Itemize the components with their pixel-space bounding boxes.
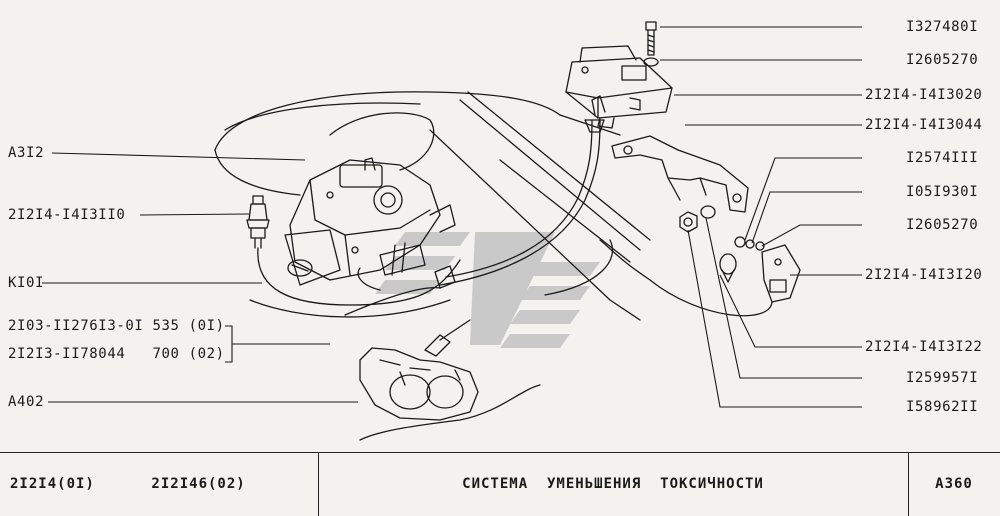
solenoid-valve <box>565 45 673 129</box>
bolt <box>645 21 657 56</box>
mounting-bracket <box>611 135 749 213</box>
vacuum-switch <box>599 239 801 317</box>
divider <box>318 453 319 516</box>
carburetor <box>284 157 456 286</box>
callout-plug: I259957I <box>906 370 979 386</box>
callout-lock-washer: I05I930I <box>906 184 979 200</box>
callout-washer-top: I2605270 <box>906 52 979 68</box>
callout-bolt: I327480I <box>906 19 979 35</box>
divider <box>908 453 909 516</box>
callout-hose-2: 2I2I3-II78044 700 (02) <box>8 346 225 362</box>
model-numbers: 2I2I4(0I) 2I2I46(02) <box>10 476 246 492</box>
leader-lines <box>42 26 862 408</box>
rubber-plug <box>719 253 737 283</box>
callout-a312: A3I2 <box>8 145 45 161</box>
title-block: 2I2I4(0I) 2I2I46(02) СИСТЕМА УМЕНЬШЕНИЯ … <box>0 452 1000 516</box>
callout-hose-1: 2I03-II276I3-0I 535 (0I) <box>8 318 225 334</box>
exploded-parts-diagram <box>42 21 862 441</box>
callout-solenoid-valve: 2I2I4-I4I3020 <box>865 87 983 103</box>
air-cleaner-housing <box>214 91 651 321</box>
callout-nut: I2574III <box>906 150 979 166</box>
drawing-title: СИСТЕМА УМЕНЬШЕНИЯ ТОКСИЧНОСТИ <box>462 476 764 492</box>
intake-manifold <box>359 319 541 441</box>
vacuum-hoses <box>257 95 606 316</box>
temperature-sensor <box>246 195 270 249</box>
callout-temperature-sensor: 2I2I4-I4I3II0 <box>8 207 126 223</box>
lock-washer <box>700 205 716 219</box>
callout-switch: 2I2I4-I4I3I20 <box>865 267 983 283</box>
washer-top <box>643 57 659 67</box>
callout-grommet: I58962II <box>906 399 979 415</box>
sheet-number: A360 <box>935 476 973 492</box>
callout-harness: 2I2I4-I4I3I22 <box>865 339 983 355</box>
watermark-logo <box>375 232 600 348</box>
callout-bracket: 2I2I4-I4I3044 <box>865 117 983 133</box>
small-nut <box>734 236 765 251</box>
callout-a402: A402 <box>8 394 45 410</box>
callout-k101: KI0I <box>8 275 45 291</box>
hex-nut <box>679 211 698 233</box>
callout-washer-mid: I2605270 <box>906 217 979 233</box>
